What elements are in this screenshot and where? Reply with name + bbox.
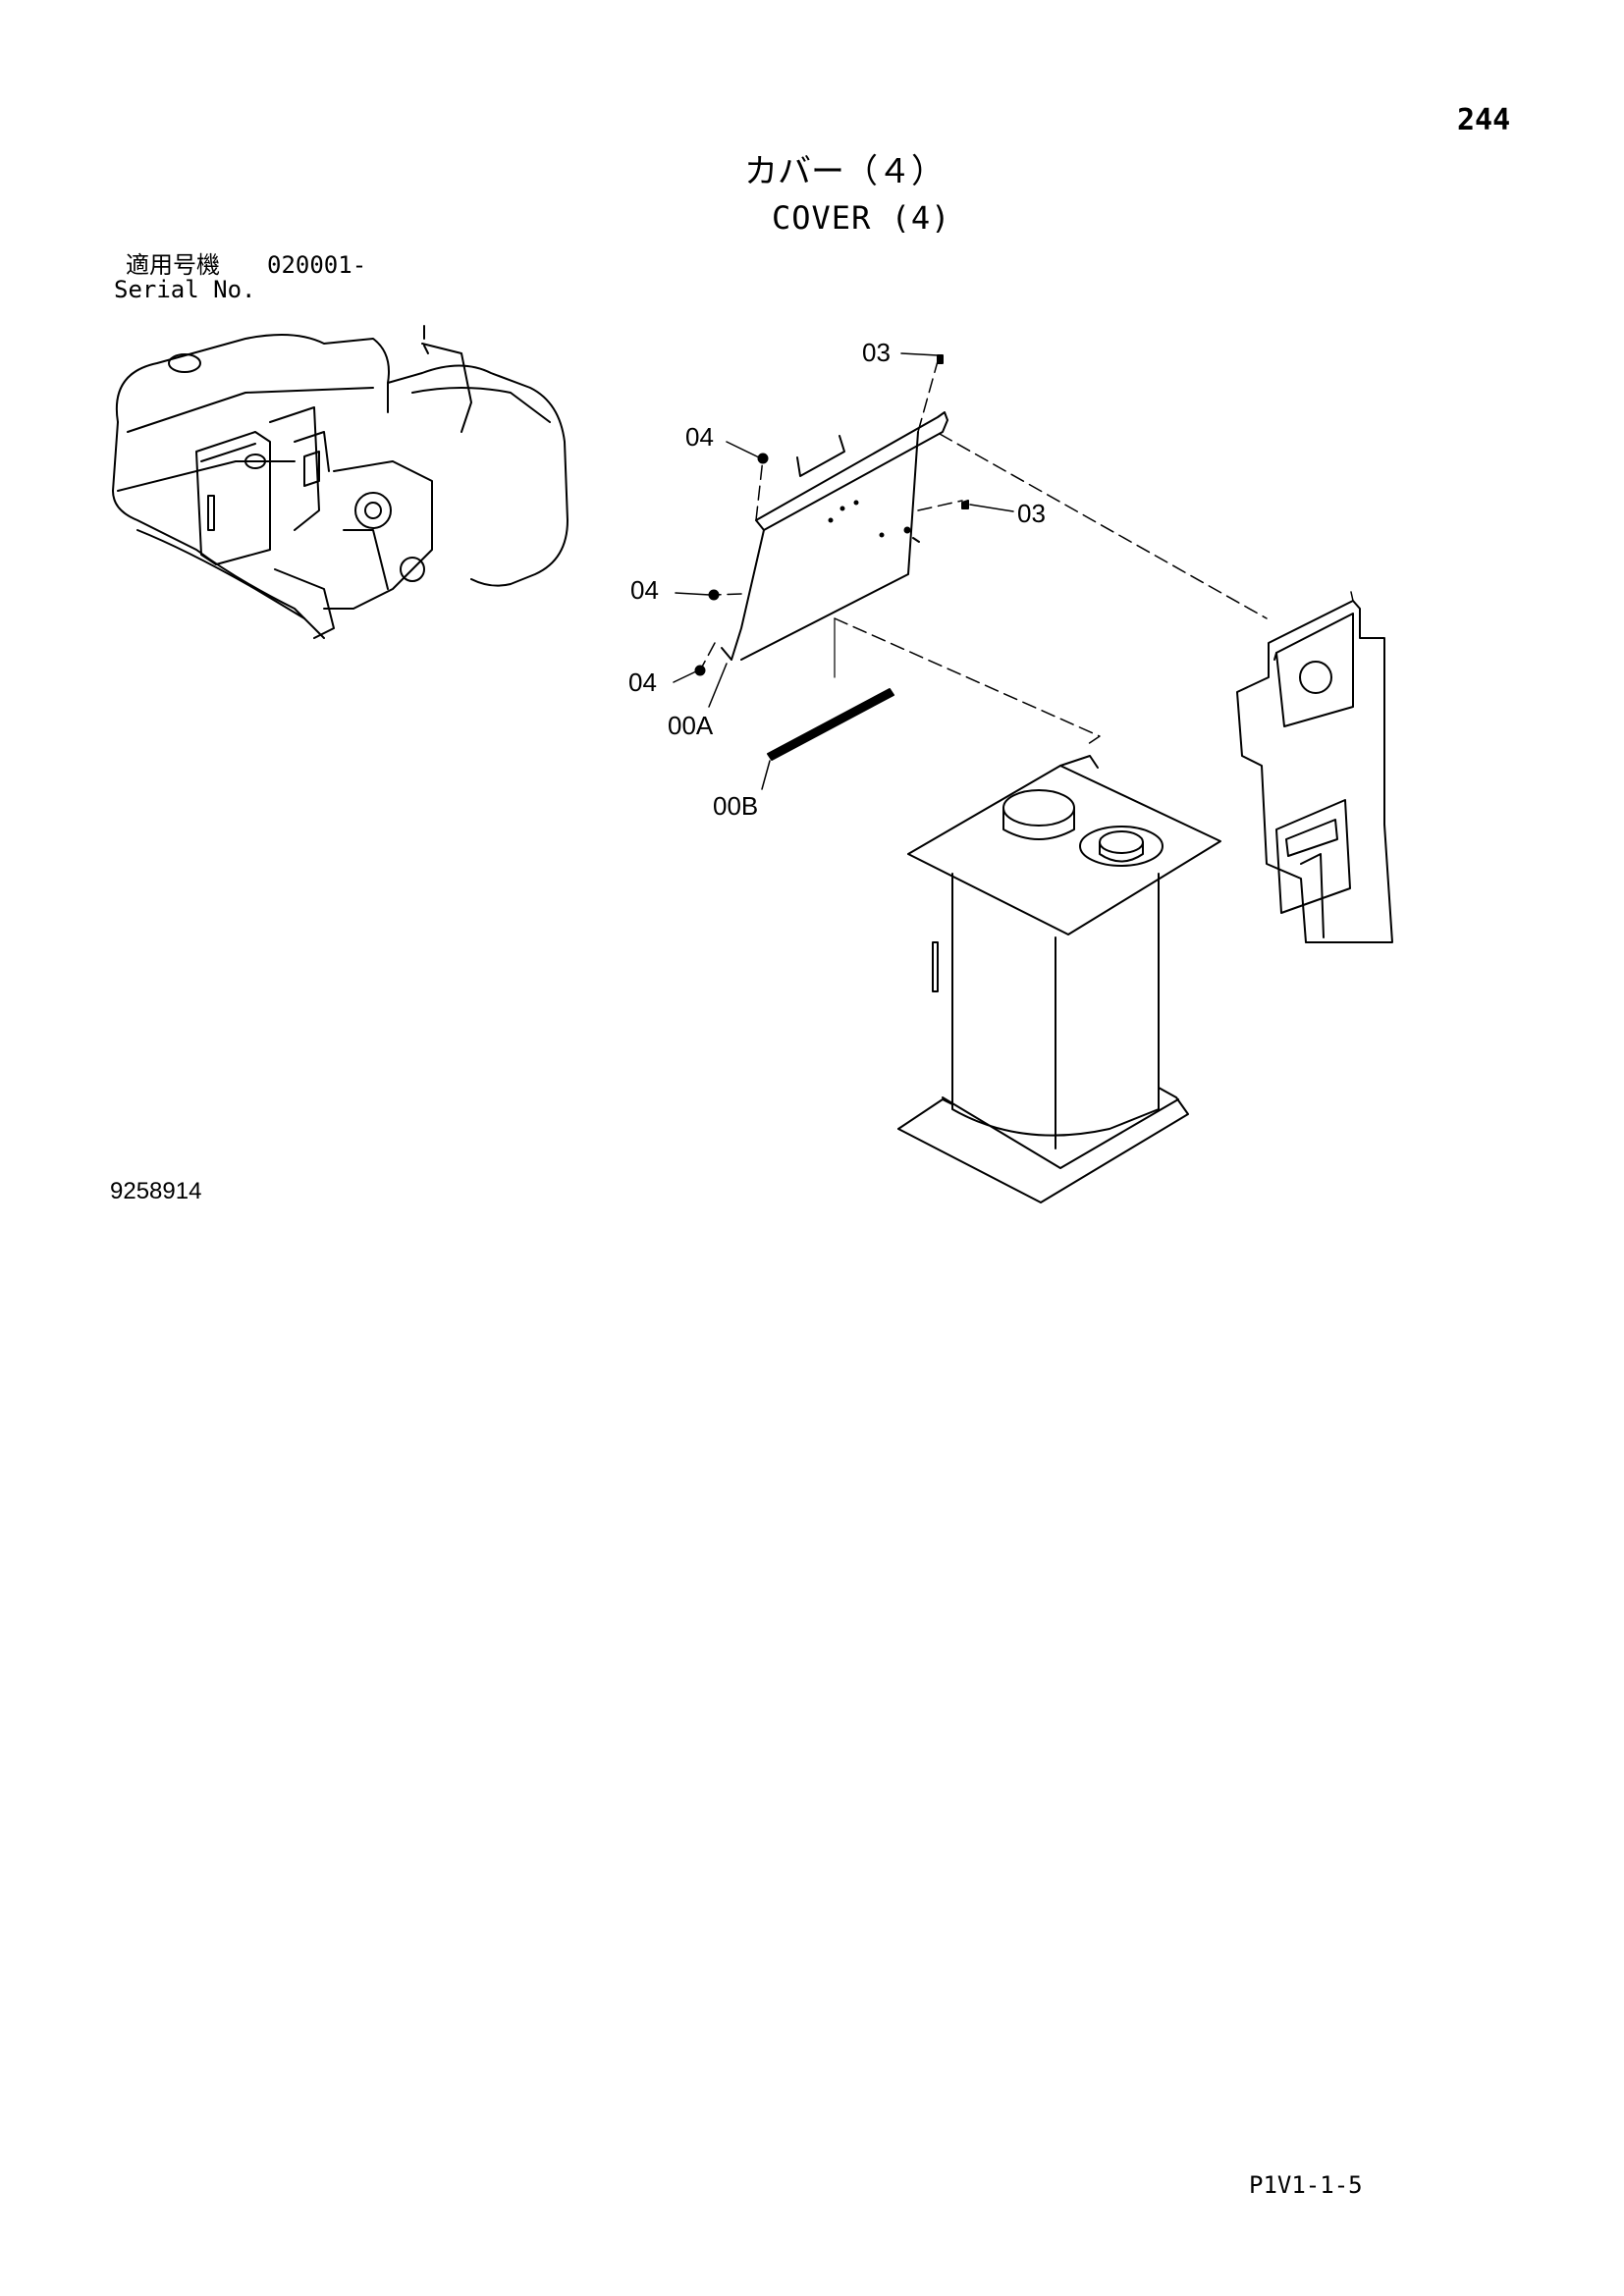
callout-03-top: 03 <box>862 338 891 367</box>
hydraulic-tank <box>897 755 1221 1203</box>
callout-leader-lines <box>673 352 1014 790</box>
callout-04-middle: 04 <box>630 575 659 605</box>
callout-04-top: 04 <box>685 422 714 452</box>
serial-label-japanese: 適用号機 <box>126 251 220 279</box>
gasket-00B <box>767 688 894 761</box>
drawing-number: 9258914 <box>110 1178 202 1204</box>
machine-overview-illustration <box>112 325 568 639</box>
page-title-english: COVER (4) <box>772 199 951 237</box>
callout-00A: 00A <box>668 711 714 740</box>
bolts-and-nuts <box>694 354 969 676</box>
callout-04-bottom: 04 <box>628 667 657 697</box>
cover-panel-00A <box>721 411 948 678</box>
callout-03-right: 03 <box>1017 499 1046 528</box>
page-code: P1V1-1-5 <box>1249 2171 1363 2199</box>
assembly-dashed-lines <box>699 360 1354 747</box>
serial-label-english: Serial No. <box>114 276 256 303</box>
serial-number-value: 020001- <box>267 251 367 279</box>
mounting-bracket <box>1236 600 1393 943</box>
page-title-japanese: カバー（４） <box>744 152 945 191</box>
page-number: 244 <box>1457 103 1511 137</box>
callout-00B: 00B <box>713 791 759 821</box>
